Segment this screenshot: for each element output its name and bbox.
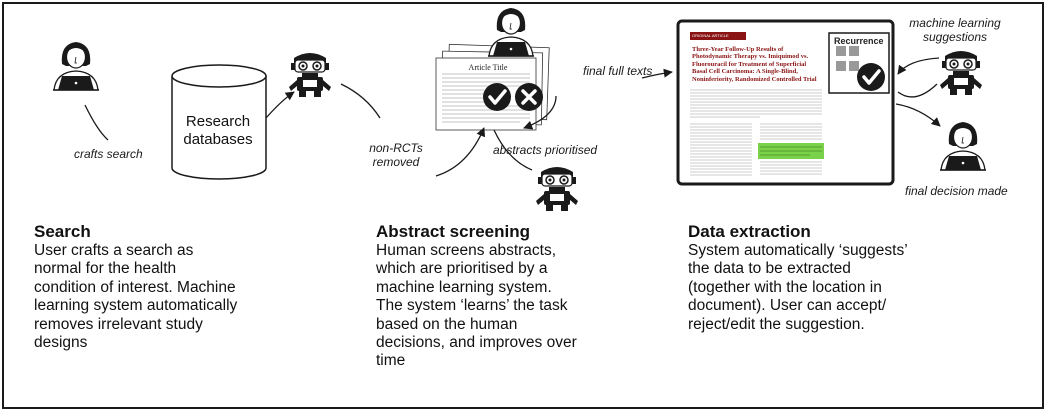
- arrow: [641, 68, 673, 79]
- cross-icon: [513, 81, 545, 113]
- arrow: [895, 103, 941, 127]
- screening-heading: Abstract screening: [376, 222, 530, 241]
- person-laptop-icon: [939, 121, 987, 171]
- arrow: [493, 129, 533, 171]
- search-body: User crafts a search as normal for the h…: [34, 242, 238, 352]
- robot-icon: [535, 166, 579, 212]
- arrow: [435, 127, 486, 177]
- final-full-texts-label: final full texts: [583, 64, 653, 78]
- arrow: [265, 91, 295, 119]
- extraction-heading: Data extraction: [688, 222, 811, 241]
- screening-description: Abstract screening Human screens abstrac…: [376, 222, 676, 371]
- ml-suggestions-label: machine learning suggestions: [909, 16, 1001, 44]
- robot-icon: [939, 50, 983, 96]
- robot-icon: [288, 52, 332, 98]
- search-description: Search User crafts a search as normal fo…: [34, 222, 334, 352]
- article-title: Article Title: [468, 63, 508, 72]
- database-label: Research databases: [183, 113, 253, 148]
- non-rcts-label: non-RCTs removed: [369, 141, 423, 169]
- check-icon: [855, 61, 887, 93]
- database-icon: [171, 64, 267, 180]
- final-decision-label: final decision made: [905, 184, 1008, 198]
- paper-title: Three-Year Follow-Up Results of Photodyn…: [692, 46, 817, 83]
- arrow: [84, 104, 109, 141]
- screening-body: Human screens abstracts, which are prior…: [376, 242, 577, 370]
- crafts-search-label: crafts search: [74, 147, 143, 161]
- search-heading: Search: [34, 222, 91, 241]
- arrow: [523, 95, 557, 130]
- check-icon: [481, 81, 513, 113]
- paper-header: ORIGINAL ARTICLE: [690, 32, 746, 40]
- extraction-body: System automatically ‘suggests’ the data…: [688, 242, 908, 333]
- person-laptop-icon: [487, 7, 535, 57]
- arrow: [897, 83, 938, 98]
- person-laptop-icon: [52, 41, 100, 91]
- arrow: [897, 57, 940, 75]
- recurrence-label: Recurrence: [834, 36, 884, 46]
- arrow: [340, 83, 381, 119]
- abstracts-prioritised-label: abstracts prioritised: [493, 143, 598, 157]
- extraction-description: Data extraction System automatically ‘su…: [688, 222, 1018, 334]
